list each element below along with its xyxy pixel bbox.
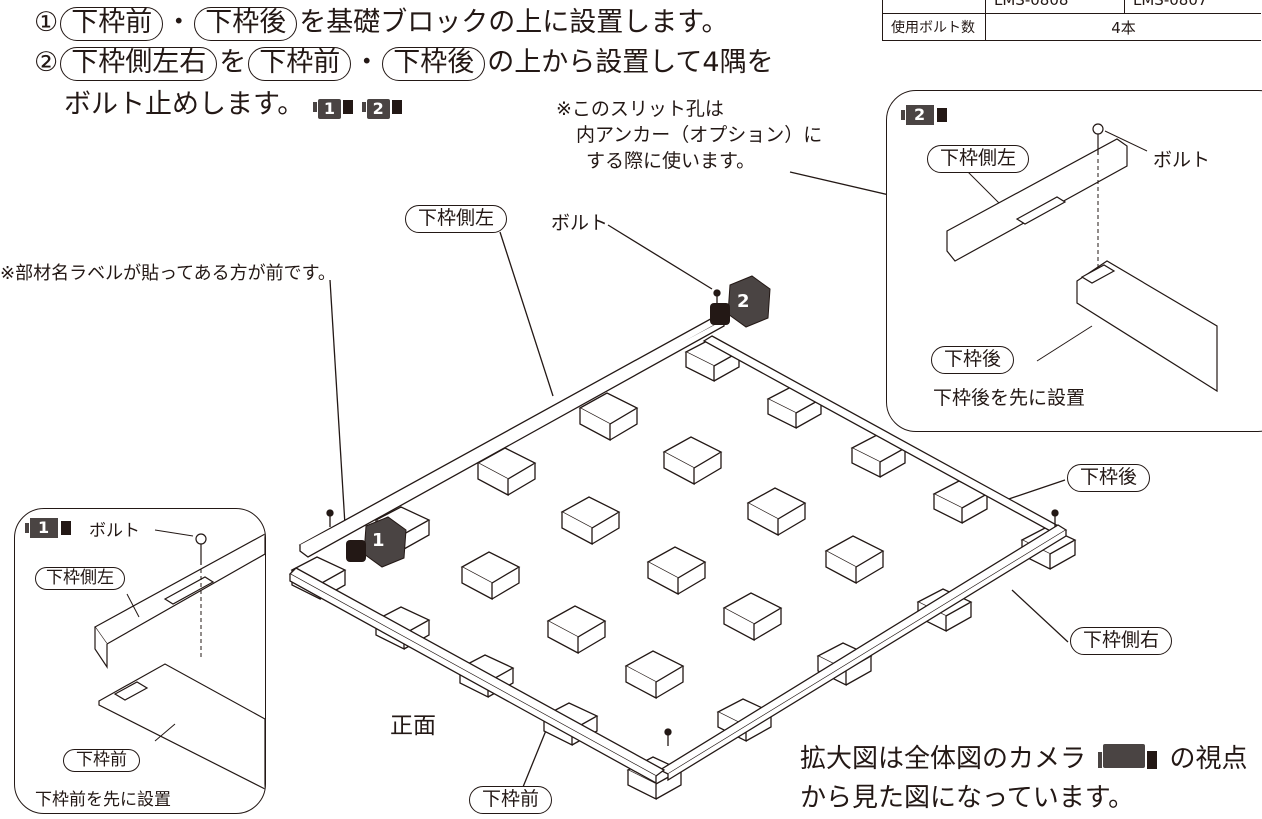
camera-1-icon [346,516,407,568]
foundation-block [824,535,885,585]
inset-2-camera-number: 2 [914,105,926,124]
rear-leader [999,479,1066,503]
camera-icon [901,105,947,125]
foundation-block [646,546,707,596]
foundation-block [662,436,723,486]
spec-table: LMS-0808 LMS-0807 使用ボルト数 4本 [882,0,1261,41]
bolt-icon [326,509,334,527]
bolt-icon [1051,509,1059,527]
inset-2-caption: 下枠後を先に設置 [933,387,1086,409]
camera-icon [1098,741,1158,779]
step-2-continued: ボルト止めします。 1 2 [64,82,402,121]
foundation-block [624,650,685,700]
inset-2-bolt-label: ボルト [1153,149,1211,171]
bolt-icon [664,728,672,746]
foundation-block [932,480,989,525]
inset-1-caption: 下枠前を先に設置 [35,790,171,810]
front-rail [288,567,666,777]
label-note: ※部材名ラベルが貼ってある方が前です。 [0,263,336,284]
inset-1-camera-number: 1 [38,518,50,537]
footer-note: 拡大図は全体図のカメラ の視点 から見た図になっています。 [800,740,1248,817]
foundation-block [460,551,521,601]
inset-1-side-label: 下枠側左 [35,567,125,590]
part-label-sides: 下枠側左右 [60,47,218,82]
camera-2-icon [710,275,771,328]
front-face-label: 正面 [390,713,436,739]
inset-2-detail: 2 ボルト 下枠側左 下枠後 下枠後を先に設置 [886,90,1262,432]
camera-2-number: 2 [737,291,750,312]
main-left-side-label: 下枠側左 [405,205,508,233]
inset-2-side-label: 下枠側左 [927,145,1030,173]
bolt-count-label: 使用ボルト数 [882,13,986,41]
inset-2-drawing [901,105,1218,393]
inset-1-detail: 1 ボルト 下枠側左 下枠前 下枠前を先に設置 [14,508,266,814]
part-label-front: 下枠前 [248,47,352,82]
inset-2-rear-label: 下枠後 [931,346,1015,374]
camera-1-number: 1 [372,530,385,551]
right-side-leader [1011,589,1069,643]
main-rear-label: 下枠後 [1067,464,1151,492]
foundation-block [560,496,621,546]
camera-icon [25,518,71,538]
inset-1-bolt-label: ボルト [89,521,140,541]
foundation-block [722,592,783,642]
foundation-block [850,434,907,479]
left-side-leader [499,231,554,397]
part-label-front: 下枠前 [60,7,164,42]
part-label-rear: 下枠後 [382,47,486,82]
main-bolt-label: ボルト [551,212,609,234]
slit-note: ※このスリット孔は 内アンカー（オプション）に する際に使います。 [556,98,823,172]
bolt-count-value: 4本 [985,13,1261,41]
label-note-leader [329,279,346,526]
foundation-block [546,605,607,655]
main-right-side-label: 下枠側右 [1070,627,1173,655]
footer-line-1: 拡大図は全体図のカメラ の視点 [800,740,1248,779]
main-front-label: 下枠前 [469,786,553,814]
bolt-icon [195,533,207,565]
camera-icon: 2 [361,90,402,121]
foundation-block [578,392,639,442]
front-leader [522,727,548,788]
bolt-leader [607,224,713,290]
footer-line-2: から見た図になっています。 [800,782,1135,813]
inset-1-drawing [25,518,265,790]
part-label-rear: 下枠後 [194,7,298,42]
bolt-icon [1092,123,1104,155]
foundation-block [746,487,807,537]
camera-icon: 1 [312,90,354,121]
inset-1-front-label: 下枠前 [63,749,140,772]
